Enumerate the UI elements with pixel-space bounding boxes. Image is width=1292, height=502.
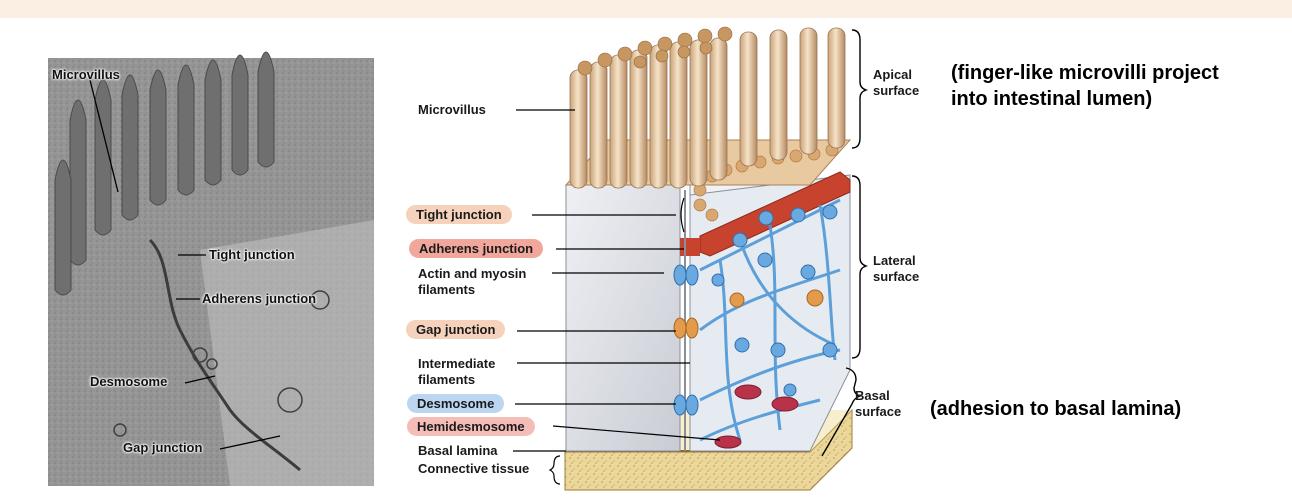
label-actin-myosin-line2: filaments — [418, 282, 476, 297]
em-label-desmosome: Desmosome — [90, 374, 168, 389]
label-connective-tissue: Connective tissue — [418, 461, 530, 476]
epithelial-cell-diagram — [513, 26, 869, 491]
top-band — [0, 0, 1292, 18]
label-apical-surface: Apical surface — [873, 67, 919, 99]
label-apical-line2: surface — [873, 83, 920, 98]
pill-tight-junction: Tight junction — [406, 205, 512, 224]
label-actin-myosin-line1: Actin and myosin — [418, 266, 527, 281]
pill-desmosome: Desmosome — [407, 394, 505, 413]
label-basal-surface: Basal surface — [855, 388, 901, 420]
label-basal-lamina: Basal lamina — [418, 443, 498, 458]
label-intermediate-line1: Intermediate — [418, 356, 496, 371]
label-microvillus: Microvillus — [418, 102, 486, 117]
label-intermediate-line2: filaments — [418, 372, 476, 387]
label-basal-line2: surface — [855, 404, 902, 419]
note-apical: (finger-like microvilli project into int… — [951, 60, 1219, 112]
label-apical-line1: Apical — [873, 67, 913, 82]
label-lateral-line2: surface — [873, 269, 920, 284]
em-label-tight-junction: Tight junction — [209, 247, 295, 262]
label-intermediate-filaments: Intermediate filaments — [418, 356, 495, 388]
label-basal-line1: Basal — [855, 388, 890, 403]
label-lateral-line1: Lateral — [873, 253, 916, 268]
em-label-microvillus: Microvillus — [52, 67, 120, 82]
em-label-gap-junction: Gap junction — [123, 440, 203, 455]
em-label-adherens-junction: Adherens junction — [202, 291, 317, 306]
pill-hemidesmosome: Hemidesmosome — [407, 417, 535, 436]
label-lateral-surface: Lateral surface — [873, 253, 919, 285]
pill-adherens-junction: Adherens junction — [409, 239, 544, 258]
note-basal: (adhesion to basal lamina) — [930, 398, 1182, 420]
note-apical-line1: (finger-like microvilli project — [951, 62, 1219, 84]
label-actin-myosin: Actin and myosin filaments — [418, 266, 526, 298]
pill-gap-junction: Gap junction — [406, 320, 506, 339]
note-apical-line2: into intestinal lumen) — [951, 88, 1153, 110]
electron-micrograph — [48, 51, 374, 486]
